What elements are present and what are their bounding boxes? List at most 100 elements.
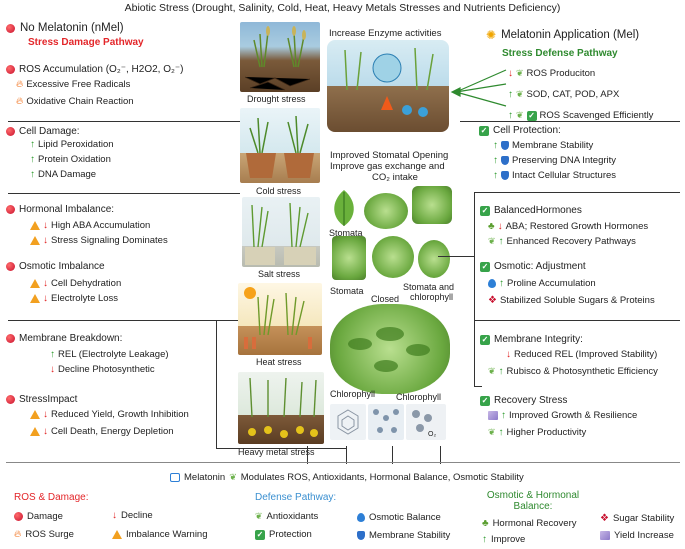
block-item: Improved Growth & Resilience	[509, 410, 638, 421]
block-title: Hormonal Imbalance:	[19, 204, 115, 215]
stomata-title-line2: Improve gas exchange and	[330, 161, 445, 172]
damage-dot-icon	[6, 334, 15, 343]
left-membrane-block: Membrane Breakdown: ↑REL (Electrolyte Le…	[6, 333, 169, 377]
divider-line	[8, 320, 240, 321]
warning-icon	[30, 236, 40, 245]
block-title: ROS Accumulation (O₂⁻, H2O2, O₂⁻)	[19, 64, 184, 75]
flame-icon: 🔥︎	[16, 96, 24, 107]
arrow-up-icon: ↑	[499, 278, 504, 289]
arrow-down-icon: ↓	[43, 409, 48, 420]
salt-stress-label: Salt stress	[258, 269, 301, 279]
divider-line	[8, 121, 240, 122]
block-item: Reduced Yield, Growth Inhibition	[51, 409, 189, 420]
legend-label: Decline	[121, 510, 153, 521]
connector-line	[438, 256, 474, 257]
legend-osmotic-balance: Osmotic Balance	[357, 512, 441, 523]
stomata-open-image	[372, 236, 414, 278]
right-header: ✺ Melatonin Application (Mel) Stress Def…	[486, 28, 639, 59]
leaf-icon: ❦	[488, 366, 496, 376]
legend-ros-surge: 🔥︎ROS Surge	[14, 529, 74, 540]
sun-icon: ✺	[486, 28, 497, 42]
arrow-down-icon: ↓	[43, 278, 48, 289]
caption-prefix: Melatonin	[184, 472, 226, 483]
arrow-up-icon: ↑	[50, 349, 55, 360]
shield-icon	[501, 156, 509, 165]
legend-ros: ROS & Damage:	[14, 492, 88, 503]
melatonin-caption: Melatonin ❦ Modulates ROS, Antioxidants,…	[170, 472, 524, 483]
legend-decline: ↓Decline	[112, 510, 153, 521]
legend-label: Antioxidants	[266, 511, 319, 522]
legend-label: Damage	[27, 511, 63, 522]
block-title: BalancedHormones	[494, 205, 582, 216]
block-item: ABA; Restored Growth Hormones	[505, 221, 649, 232]
arrow-down-icon: ↓	[43, 293, 48, 304]
melatonin-application-title: Melatonin Application (Mel)	[501, 29, 640, 41]
damage-dot-icon	[6, 23, 15, 33]
arrow-up-icon: ↑	[493, 170, 498, 181]
cold-stress-image	[240, 108, 320, 183]
heavy-metal-stress-image	[238, 372, 324, 444]
drought-stress-image	[240, 22, 320, 92]
shield-icon	[357, 531, 365, 540]
legend-label: Yield Increase	[614, 530, 674, 541]
leaf-icon: ❦	[516, 89, 524, 99]
arrow-down-icon: ↓	[506, 349, 511, 360]
arrow-down-icon: ↓	[43, 426, 48, 437]
damage-dot-icon	[6, 205, 15, 214]
stomata-label: Stomata	[329, 228, 363, 238]
connector-line	[474, 192, 475, 386]
arrow-up-icon: ↑	[508, 89, 513, 100]
legend-label: Protection	[269, 529, 312, 540]
damage-dot-icon	[6, 127, 15, 136]
check-icon: ✓	[480, 395, 490, 406]
block-item: Enhanced Recovery Pathways	[506, 236, 636, 247]
right-ros-block: ↓❦ROS Produciton ↑❦SOD, CAT, POD, APX ↑❦…	[508, 66, 653, 123]
caption-text: Modulates ROS, Antioxidants, Hormonal Ba…	[240, 472, 524, 483]
water-drop-icon	[357, 513, 365, 522]
growth-chart-icon	[488, 411, 498, 420]
left-header: No Melatonin (nMel) Stress Damage Pathwa…	[6, 22, 144, 48]
connector-line	[216, 320, 217, 448]
sprout-icon: ♣	[482, 518, 489, 529]
legend-defense-title: Defense Pathway:	[255, 492, 337, 503]
guard-cells-image	[332, 236, 366, 280]
arrow-up-icon: ↑	[501, 410, 506, 421]
defense-arrows	[450, 69, 507, 107]
check-icon: ✓	[480, 261, 490, 272]
block-item: REL (Electrolyte Leakage)	[58, 349, 169, 360]
block-item: Proline Accumulation	[507, 278, 596, 289]
block-item: Reduced REL (Improved Stability)	[514, 349, 658, 360]
right-osmotic-block: ✓Osmotic: Adjustment ↑Proline Accumulati…	[480, 261, 655, 308]
block-item: Excessive Free Radicals	[26, 79, 131, 90]
stress-defense-pathway: Stress Defense Pathway	[502, 48, 618, 59]
sprout-icon: ♣	[488, 221, 495, 232]
stomata-chlorophyll-label1: Stomata and	[403, 282, 455, 292]
check-icon: ✓	[480, 334, 490, 345]
salt-stress-image	[242, 197, 320, 267]
damage-dot-icon	[6, 262, 15, 271]
left-hormonal-block: Hormonal Imbalance: ↓High ABA Accumulati…	[6, 204, 168, 248]
block-title: Osmotic Imbalance	[19, 261, 105, 272]
arrow-up-icon: ↑	[30, 139, 35, 150]
block-item: Higher Productivity	[506, 427, 587, 438]
legend-label: Osmotic Balance	[369, 512, 441, 523]
arrow-up-icon: ↑	[498, 427, 504, 438]
stomata-chlorophyll-label2: chlorophyll	[410, 292, 454, 302]
o2-label: O₂	[428, 431, 437, 438]
legend-label: Imbalance Warning	[126, 529, 208, 540]
block-item: ROS Produciton	[526, 68, 596, 79]
arrow-up-icon: ↑	[508, 110, 513, 121]
legend-membrane-stability: Membrane Stability	[357, 530, 450, 541]
arrow-down-icon: ↓	[508, 68, 513, 79]
connector-line	[307, 446, 308, 464]
left-cell-damage-block: Cell Damage: ↑Lipid Peroxidation ↑Protei…	[6, 126, 114, 182]
check-icon: ✓	[526, 110, 537, 121]
warning-icon	[112, 530, 122, 539]
legend-osmotic-title-line2: Balance:	[513, 501, 553, 512]
leaf-icon: ❦	[488, 427, 496, 437]
arrow-up-icon: ↑	[482, 534, 487, 545]
left-ros-block: ROS Accumulation (O₂⁻, H2O2, O₂⁻) 🔥︎Exce…	[6, 64, 183, 109]
legend-label: Hormonal Recovery	[492, 518, 577, 529]
divider-line	[8, 193, 240, 194]
block-title: Cell Protection:	[493, 125, 561, 136]
